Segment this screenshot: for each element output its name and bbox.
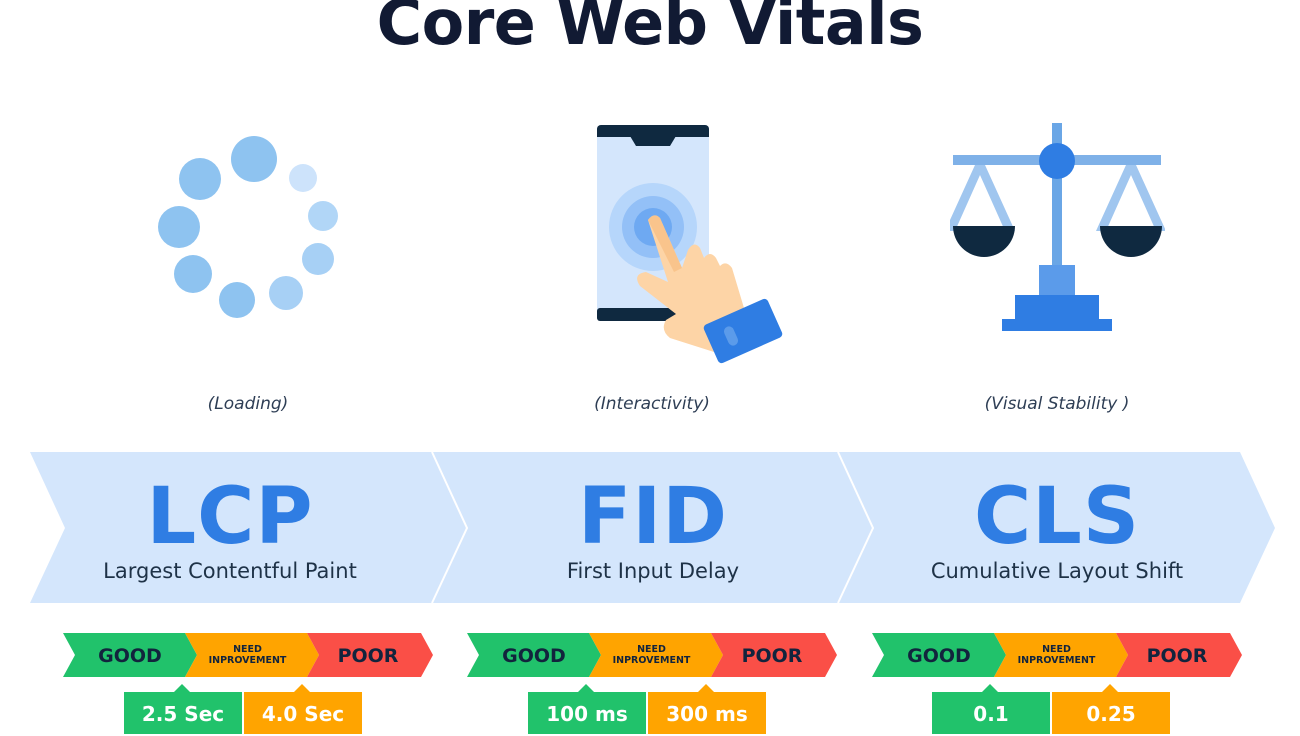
- cls-poor-threshold: 0.25: [1052, 684, 1170, 734]
- visual-stability-caption: (Visual Stability ): [984, 394, 1130, 414]
- fid-metric: FID First Input Delay: [453, 477, 853, 583]
- lcp-good-label: GOOD: [98, 645, 162, 667]
- cls-metric: CLS Cumulative Layout Shift: [857, 477, 1257, 583]
- loading-spinner-icon: [158, 136, 338, 318]
- balance-scale-icon: [950, 123, 1165, 331]
- cls-good-label: GOOD: [907, 645, 971, 667]
- cls-need-line2: INPROVEMENT: [1017, 655, 1096, 666]
- interactivity-caption: (Interactivity): [594, 394, 710, 414]
- lcp-scale: [63, 633, 433, 677]
- phone-tap-icon: [597, 125, 783, 364]
- fid-good-label: GOOD: [502, 645, 566, 667]
- fid-need-line1: NEED: [637, 644, 666, 655]
- fid-poor-label: POOR: [741, 645, 803, 667]
- cls-full-name: Cumulative Layout Shift: [930, 559, 1184, 583]
- lcp-good-threshold: 2.5 Sec: [124, 684, 242, 734]
- cls-need-line1: NEED: [1042, 644, 1071, 655]
- lcp-need-line2: INPROVEMENT: [208, 655, 287, 666]
- fid-need-line2: INPROVEMENT: [612, 655, 691, 666]
- lcp-full-name: Largest Contentful Paint: [103, 559, 357, 583]
- loading-caption: (Loading): [207, 394, 289, 414]
- fid-scale: [467, 633, 837, 677]
- lcp-poor-label: POOR: [337, 645, 399, 667]
- lcp-poor-threshold: 4.0 Sec: [244, 684, 362, 734]
- lcp-metric: LCP Largest Contentful Paint: [30, 477, 430, 583]
- lcp-need-line1: NEED: [233, 644, 262, 655]
- cls-scale: [872, 633, 1242, 677]
- cls-good-threshold: 0.1: [932, 684, 1050, 734]
- fid-abbr: FID: [577, 472, 729, 562]
- cls-poor-label: POOR: [1146, 645, 1208, 667]
- fid-full-name: First Input Delay: [566, 559, 740, 583]
- page-title: Core Web Vitals: [376, 0, 924, 59]
- lcp-abbr: LCP: [146, 472, 314, 562]
- fid-poor-threshold: 300 ms: [648, 684, 766, 734]
- cls-abbr: CLS: [973, 472, 1141, 562]
- fid-good-threshold: 100 ms: [528, 684, 646, 734]
